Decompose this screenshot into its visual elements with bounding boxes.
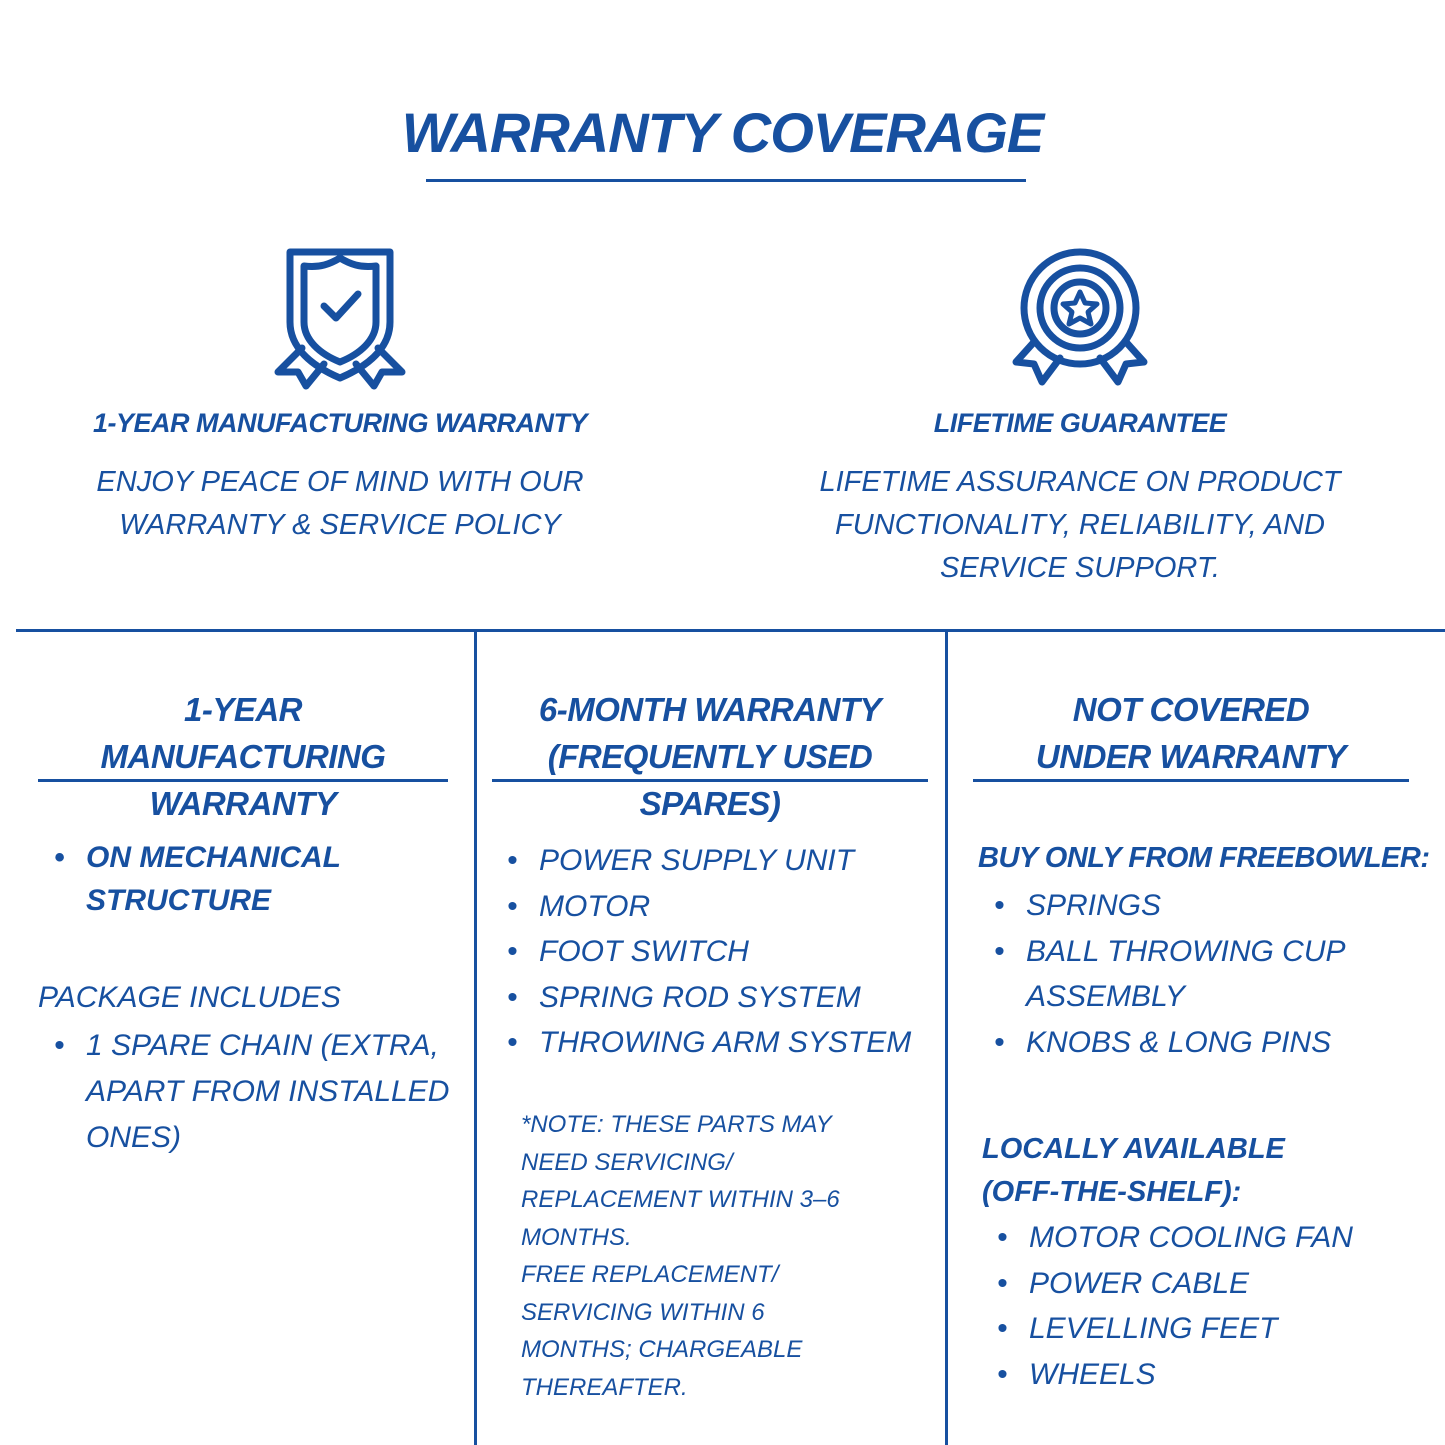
section-divider — [16, 629, 1445, 632]
list-item: POWER CABLE — [997, 1261, 1427, 1307]
title-underline — [426, 179, 1026, 182]
coverage-list: ON MECHANICAL STRUCTURE — [54, 836, 354, 922]
list-item: MOTOR COOLING FAN — [997, 1215, 1427, 1261]
list-item: KNOBS & LONG PINS — [994, 1020, 1374, 1066]
column-heading-underline — [38, 779, 448, 782]
list-item: SPRINGS — [994, 883, 1374, 929]
feature-heading: 1-YEAR MANUFACTURING WARRANTY — [93, 408, 588, 438]
column-heading-underline — [973, 779, 1409, 782]
spares-list: POWER SUPPLY UNIT MOTOR FOOT SWITCH SPRI… — [507, 838, 937, 1066]
list-item: LEVELLING FEET — [997, 1306, 1427, 1352]
list-item: MOTOR — [507, 884, 937, 930]
list-item: SPRING ROD SYSTEM — [507, 975, 937, 1021]
column-heading: 6-MONTH WARRANTY (FREQUENTLY USED SPARES… — [538, 691, 882, 822]
column-heading: 1-YEAR MANUFACTURING WARRANTY — [100, 691, 386, 822]
local-label: LOCALLY AVAILABLE (OFF-THE-SHELF): — [982, 1133, 1285, 1208]
shield-check-ribbon-icon — [272, 244, 412, 394]
column-heading-underline — [492, 779, 928, 782]
column-heading: NOT COVERED UNDER WARRANTY — [1035, 691, 1347, 775]
spares-note: *NOTE: THESE PARTS MAY NEED SERVICING/ R… — [521, 1111, 840, 1401]
list-item: ON MECHANICAL STRUCTURE — [54, 836, 354, 922]
list-item: BALL THROWING CUP ASSEMBLY — [994, 929, 1374, 1020]
list-item: THROWING ARM SYSTEM — [507, 1020, 937, 1066]
list-item: 1 SPARE CHAIN (EXTRA, APART FROM INSTALL… — [54, 1023, 454, 1161]
feature-description: LIFETIME ASSURANCE ON PRODUCT FUNCTIONAL… — [819, 466, 1341, 584]
column-divider — [474, 631, 477, 1445]
page-title: WARRANTY COVERAGE — [401, 101, 1045, 164]
feature-heading: LIFETIME GUARANTEE — [933, 408, 1227, 438]
buy-list: SPRINGS BALL THROWING CUP ASSEMBLY KNOBS… — [994, 883, 1374, 1065]
feature-description: ENJOY PEACE OF MIND WITH OUR WARRANTY & … — [96, 466, 584, 541]
column-divider — [945, 631, 948, 1445]
list-item: POWER SUPPLY UNIT — [507, 838, 937, 884]
package-list: 1 SPARE CHAIN (EXTRA, APART FROM INSTALL… — [54, 1023, 454, 1161]
star-medal-ribbon-icon — [1010, 244, 1150, 394]
package-label: PACKAGE INCLUDES — [38, 981, 341, 1014]
local-list: MOTOR COOLING FAN POWER CABLE LEVELLING … — [997, 1215, 1427, 1397]
list-item: WHEELS — [997, 1352, 1427, 1398]
list-item: FOOT SWITCH — [507, 929, 937, 975]
buy-label: BUY ONLY FROM FREEBOWLER: — [978, 842, 1430, 874]
